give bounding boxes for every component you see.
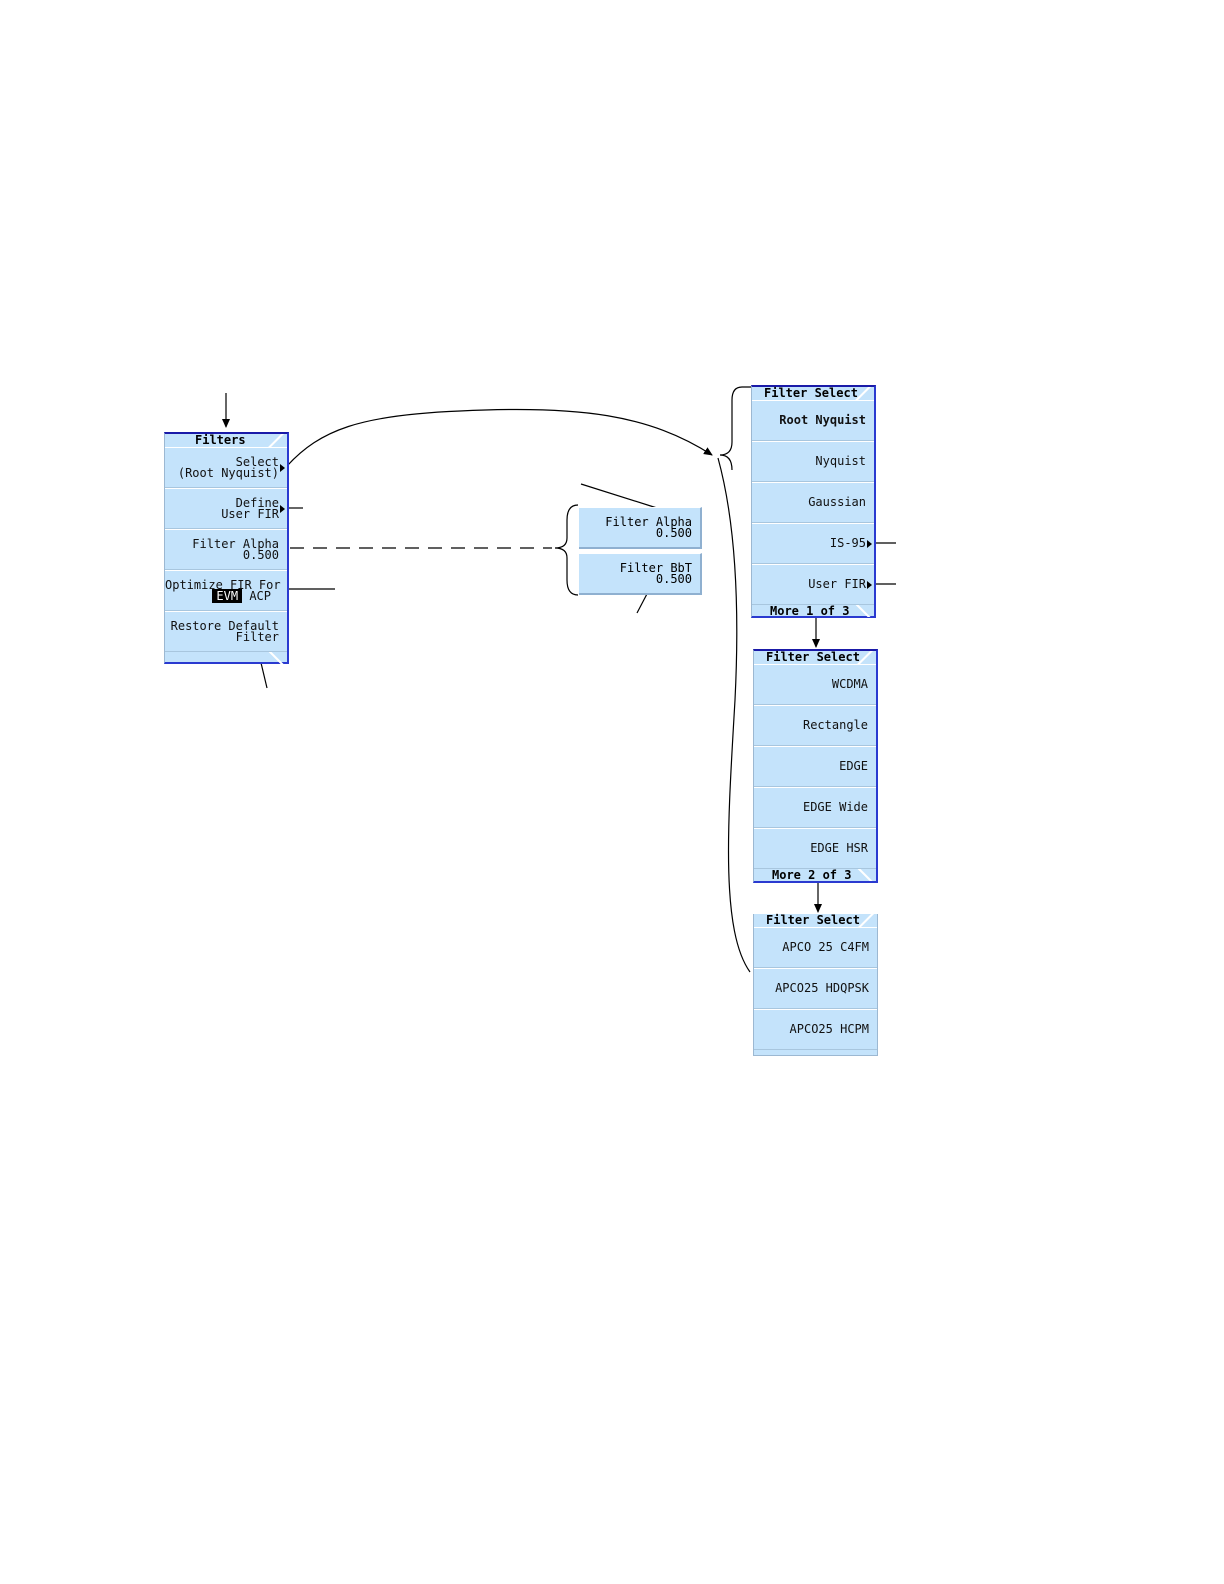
select-to-filter-select-curve	[286, 408, 713, 467]
evm-selected-option: EVM	[212, 588, 243, 603]
apco25-hcpm-key[interactable]: APCO25 HCPM	[754, 1009, 877, 1050]
submenu-arrow-icon	[280, 463, 285, 472]
submenu-arrow-icon	[867, 580, 872, 589]
optimize-fir-for-key[interactable]: Optimize FIR For EVM ACP	[165, 570, 287, 611]
filter-select-menu-3: Filter Select APCO 25 C4FM APCO25 HDQPSK…	[753, 914, 878, 1056]
filters-menu: Filters Select (Root Nyquist) Define Use…	[164, 432, 289, 664]
filter-select-menu-2: Filter Select WCDMA Rectangle EDGE EDGE …	[753, 649, 878, 883]
is-95-key[interactable]: IS-95	[752, 523, 874, 564]
acp-option: ACP	[249, 588, 271, 603]
edge-wide-key[interactable]: EDGE Wide	[754, 787, 876, 828]
filter-alpha-leader	[580, 483, 658, 509]
edge-key[interactable]: EDGE	[754, 746, 876, 787]
root-nyquist-key[interactable]: Root Nyquist	[752, 400, 874, 441]
filter-select-3-title: Filter Select	[754, 914, 877, 927]
select-root-nyquist-key[interactable]: Select (Root Nyquist)	[165, 447, 287, 488]
alt-keys-brace	[554, 504, 579, 596]
apco25-hdqpsk-key[interactable]: APCO25 HDQPSK	[754, 968, 877, 1009]
filter-select-long-curve	[717, 457, 751, 973]
define-user-fir-key[interactable]: Define User FIR	[165, 488, 287, 529]
more-2-of-3-key[interactable]: More 2 of 3	[754, 869, 876, 881]
wcdma-key[interactable]: WCDMA	[754, 664, 876, 705]
restore-default-filter-key[interactable]: Restore Default Filter	[165, 611, 287, 652]
edge-hsr-key[interactable]: EDGE HSR	[754, 828, 876, 869]
filters-menu-footer	[165, 652, 287, 664]
filter-bbt-leader	[636, 591, 649, 614]
user-fir-key[interactable]: User FIR	[752, 564, 874, 605]
rectangle-key[interactable]: Rectangle	[754, 705, 876, 746]
submenu-arrow-icon	[867, 539, 872, 548]
alt-filter-bbt-key[interactable]: Filter BbT 0.500	[579, 553, 702, 595]
filter-select-2-title: Filter Select	[754, 651, 876, 664]
filters-menu-title: Filters	[165, 434, 287, 447]
filter-select-brace	[719, 386, 752, 471]
alt-filter-alpha-key[interactable]: Filter Alpha 0.500	[579, 507, 702, 549]
apco-25-c4fm-key[interactable]: APCO 25 C4FM	[754, 927, 877, 968]
more-1-of-3-key[interactable]: More 1 of 3	[752, 605, 874, 617]
filter-select-menu-1: Filter Select Root Nyquist Nyquist Gauss…	[751, 385, 876, 618]
submenu-arrow-icon	[280, 504, 285, 513]
filter-select-1-title: Filter Select	[752, 387, 874, 400]
filter-alpha-key[interactable]: Filter Alpha 0.500	[165, 529, 287, 570]
nyquist-key[interactable]: Nyquist	[752, 441, 874, 482]
gaussian-key[interactable]: Gaussian	[752, 482, 874, 523]
